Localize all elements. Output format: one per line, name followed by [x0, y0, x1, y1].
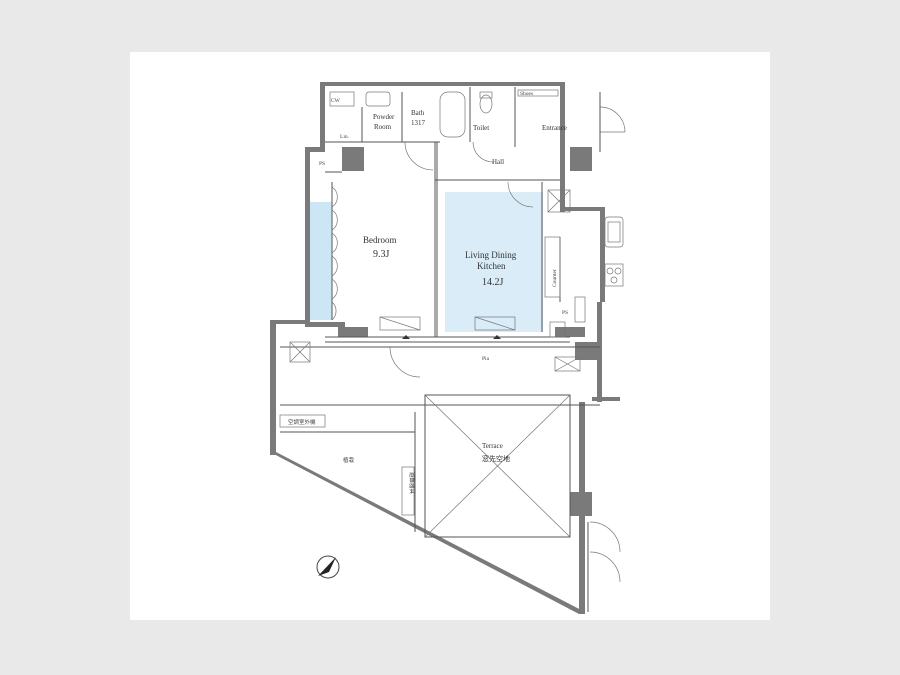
toilet-label: Toilet	[473, 124, 489, 132]
terrace-jp-label: 窓先空地	[482, 454, 510, 463]
pia-label: Pia	[482, 356, 490, 362]
garden-label: 植栽	[343, 456, 355, 464]
floor-plan-drawing: CW Powder Room Bath 1317 Toilet Shoes En…	[270, 82, 626, 614]
entrance-label: Entrance	[542, 124, 567, 132]
ldk-highlight	[445, 192, 543, 332]
powder-room-label-1: Powder	[373, 113, 395, 121]
floor-plan-sheet: CW Powder Room Bath 1317 Toilet Shoes En…	[130, 52, 770, 620]
bedroom-label: Bedroom	[363, 235, 397, 245]
closet-doors	[331, 182, 338, 321]
cw-label: CW	[331, 98, 341, 104]
terrace-outline	[270, 302, 620, 614]
bath-size-label: 1317	[411, 119, 426, 127]
ldk-size-label: 14.2J	[482, 277, 504, 288]
bath-label: Bath	[411, 109, 425, 117]
counter-label: Counter	[552, 269, 558, 287]
terrace-area	[424, 394, 571, 538]
fixtures	[289, 89, 624, 516]
linen-label: Lin.	[340, 134, 350, 140]
doors	[389, 92, 626, 612]
utility-label: 空調室外機	[288, 418, 316, 426]
side-label: 避難器具	[408, 472, 416, 495]
north-arrow-icon	[316, 555, 340, 579]
ldk-label-1: Living Dining	[465, 250, 517, 260]
ps-top-label: PS	[319, 161, 325, 167]
closet-highlight	[310, 202, 332, 320]
terrace-label: Terrace	[482, 442, 503, 450]
hall-label: Hall	[492, 158, 504, 166]
ldk-label-2: Kitchen	[477, 261, 506, 271]
bedroom-size-label: 9.3J	[373, 249, 390, 260]
shoes-label: Shoes	[520, 91, 533, 97]
ps-kitchen-label: PS	[562, 310, 568, 316]
powder-room-label-2: Room	[374, 123, 392, 131]
